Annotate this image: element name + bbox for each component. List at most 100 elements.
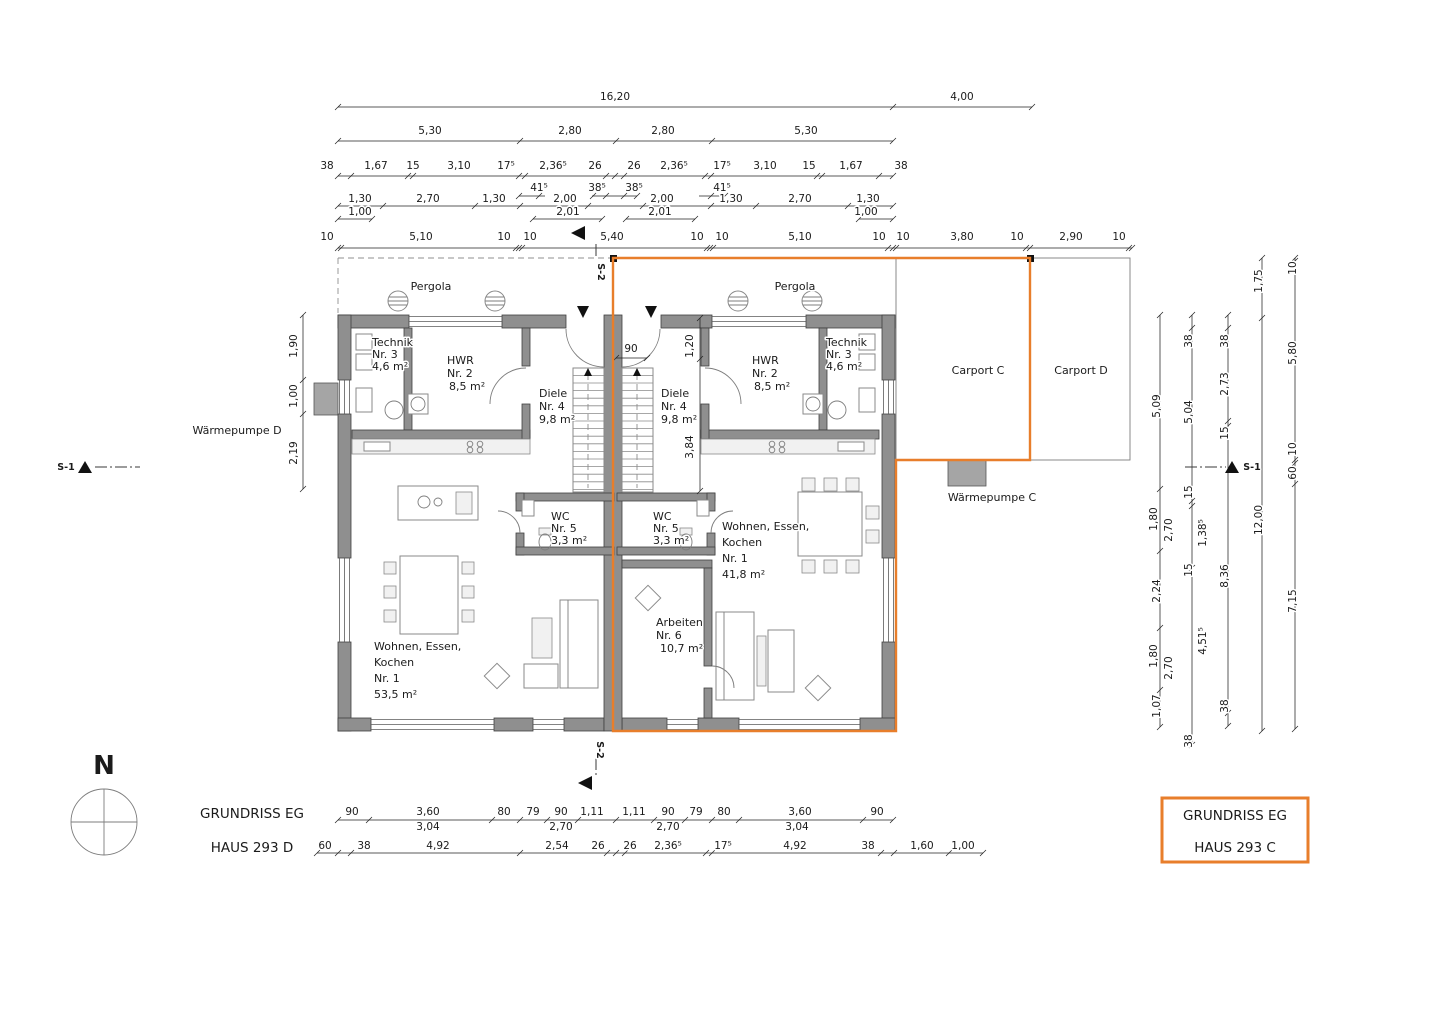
room-label: 9,8 m² xyxy=(661,413,697,426)
dim-line xyxy=(602,192,610,200)
room-label: 4,6 m² xyxy=(372,360,408,373)
room-label: Nr. 2 xyxy=(752,367,778,380)
section-markers xyxy=(70,226,1239,856)
dim-label: 2,00 xyxy=(650,193,673,205)
dim-line xyxy=(979,849,987,857)
dim-line xyxy=(701,172,709,180)
dim-line xyxy=(543,816,551,824)
room-label: 3,3 m² xyxy=(653,534,689,547)
dim-label: 2,70 xyxy=(1163,656,1175,679)
dim-label: 60 xyxy=(1287,466,1299,479)
basin-c xyxy=(696,499,710,517)
room-label: 3,3 m² xyxy=(551,534,587,547)
dim-label: 2,73 xyxy=(1219,372,1231,395)
dim-label: 5,10 xyxy=(788,231,811,243)
room-label: Nr. 1 xyxy=(374,672,400,685)
dim-line xyxy=(518,244,526,252)
dim-label: 79 xyxy=(689,806,702,818)
dim-label: 79 xyxy=(526,806,539,818)
dim-line xyxy=(515,244,523,252)
dim-line xyxy=(598,215,606,223)
dim-label: 1,07 xyxy=(1151,694,1163,717)
kitchen-counter-c xyxy=(700,438,876,455)
dim-line xyxy=(409,172,417,180)
dim-label: 5,80 xyxy=(1287,341,1299,364)
dim-line xyxy=(488,816,496,824)
dim-line xyxy=(1028,103,1036,111)
dim-label: 4,92 xyxy=(783,840,806,852)
sofa-c xyxy=(715,611,755,701)
dim-line xyxy=(404,172,412,180)
dim-line xyxy=(620,172,628,180)
dim-line xyxy=(334,172,342,180)
dim-label: 2,00 xyxy=(553,193,576,205)
dim-line xyxy=(1291,254,1299,262)
dim-label: 26 xyxy=(588,160,602,172)
dim-label: 1,11 xyxy=(580,806,603,818)
room-label: HWR xyxy=(752,354,779,367)
dim-line xyxy=(512,244,520,252)
dim-line xyxy=(633,192,641,200)
dim-label: 5,30 xyxy=(794,125,817,137)
dim-line xyxy=(735,816,743,824)
dim-line xyxy=(1026,244,1034,252)
dim-line xyxy=(299,485,307,493)
dim-label: 38 xyxy=(861,840,874,852)
section-s1-arrow-left xyxy=(78,461,92,473)
dim-label: 10 xyxy=(497,231,510,243)
dim-line xyxy=(1291,480,1299,488)
dim-label: 4,51⁵ xyxy=(1197,627,1209,655)
dim-line xyxy=(721,192,729,200)
dim-label: 90 xyxy=(870,806,883,818)
dim-label: 1,00 xyxy=(951,840,974,852)
plan-title-c-line1: GRUNDRISS EG xyxy=(1183,808,1287,824)
dim-label: 1,00 xyxy=(288,384,300,407)
dim-label: 10 xyxy=(715,231,728,243)
dim-line xyxy=(703,244,711,252)
dim-label: 5,40 xyxy=(600,231,623,243)
dim-line xyxy=(337,244,345,252)
dim-label: 3,84 xyxy=(684,435,696,459)
dim-line xyxy=(612,137,620,145)
dim-label: 38⁵ xyxy=(588,182,606,194)
dim-label: 1,30 xyxy=(348,193,371,205)
dim-line xyxy=(368,215,376,223)
dim-line xyxy=(1291,257,1299,265)
room-label: Kochen xyxy=(374,656,414,669)
dim-label: 1,90 xyxy=(288,334,300,357)
dim-label: 90 xyxy=(661,806,674,818)
dim-label: 3,04 xyxy=(416,821,440,833)
dim-line xyxy=(708,849,716,857)
dim-line xyxy=(334,137,342,145)
dim-label: 2,36⁵ xyxy=(654,840,682,852)
kitchen-counter-d xyxy=(351,438,531,455)
dim-line xyxy=(844,202,852,210)
dim-line xyxy=(1224,422,1232,430)
dim-label: 26 xyxy=(623,840,637,852)
dim-line xyxy=(1022,244,1030,252)
dim-label: 12,00 xyxy=(1253,505,1265,535)
coffee-table-d xyxy=(531,617,553,659)
dimension-lines xyxy=(299,103,1299,857)
labels: 16,20 4,00 5,30 2,80 2,80 5,30 38 1,67 1… xyxy=(56,90,1301,858)
dim-line xyxy=(1156,485,1164,493)
dim-line xyxy=(299,376,307,384)
dim-label: 5,30 xyxy=(418,125,441,137)
pergola-label-d: Pergola xyxy=(411,280,452,293)
section-s1-arrow-right xyxy=(1225,461,1239,473)
dim-label: 2,01 xyxy=(648,206,671,218)
dim-line xyxy=(516,816,524,824)
dim-label: 38 xyxy=(1219,334,1231,347)
dim-line xyxy=(622,215,630,223)
dim-line xyxy=(875,172,883,180)
dim-line xyxy=(877,849,885,857)
sofa-d xyxy=(559,599,599,689)
room-label: 8,5 m² xyxy=(449,380,485,393)
room-label: 41,8 m² xyxy=(722,568,765,581)
dim-label: 2,70 xyxy=(416,193,439,205)
dim-label: 17⁵ xyxy=(497,160,515,172)
dim-line xyxy=(347,849,355,857)
dim-line xyxy=(612,849,620,857)
dim-label: 26 xyxy=(627,160,641,172)
